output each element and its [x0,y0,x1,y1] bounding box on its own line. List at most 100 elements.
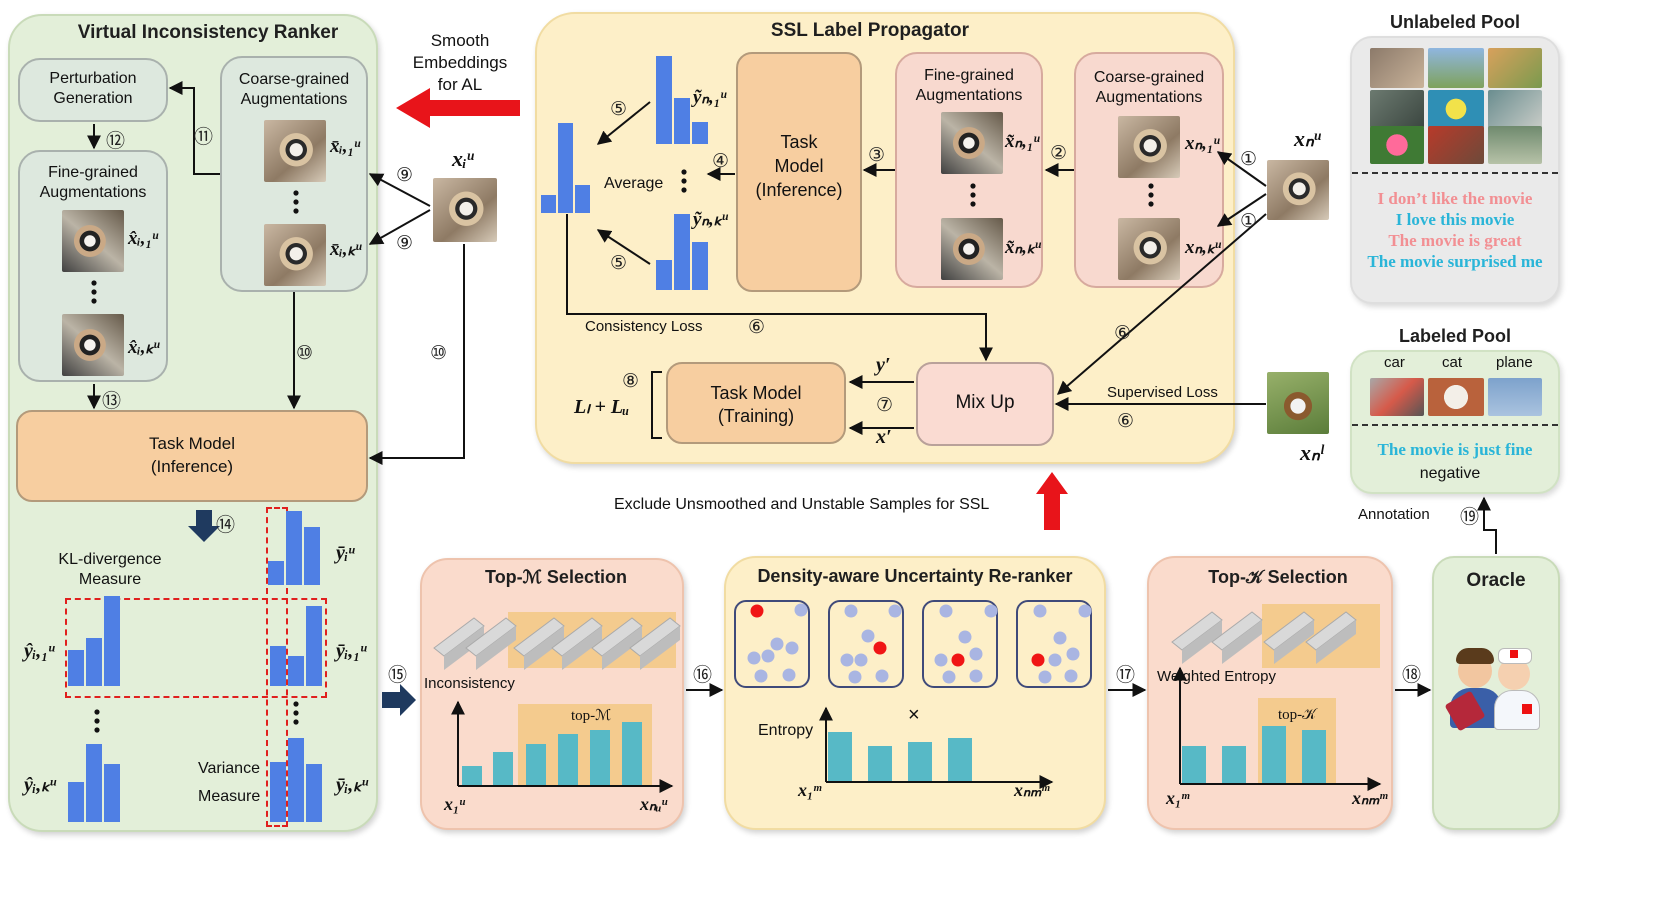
unlabeled-text-1: I don’t like the movie [1377,189,1533,208]
pool-image-cat [1370,48,1424,88]
density-box-4-dot-7 [1038,670,1052,684]
ellipsis-4-dot-2 [970,192,976,198]
pool-image-corgi [1488,48,1542,88]
math-yprime: y′ [876,354,891,376]
vir-task-model-box [16,410,368,502]
arrow-predk-to-avg [596,229,651,265]
density-box-1-dot-5 [747,651,761,665]
dur-chart-bar-2 [868,746,892,782]
pool-image-car [1370,90,1424,128]
kl-divergence-label: KL-divergence Measure [58,551,162,588]
math-dur-xn: xₙₘᵐ [1014,780,1050,800]
topk-chart-bar-2 [1222,746,1246,784]
unlabeled-text-4: The movie surprised me [1367,252,1543,271]
dist-yhat-k-bar-3 [104,764,120,822]
ellipsis-1-dot-2 [293,199,299,205]
vir-task-model-label: Task Model (Inference) [149,434,235,476]
vir-to-topm-arrow [382,684,416,716]
step-19: ⑲ [1460,507,1480,528]
math-xprime: x′ [876,426,892,448]
oracle-doctors-icon [1444,640,1546,732]
ellipsis-5-dot-1 [1148,183,1154,189]
dur-chart-bar-4 [948,738,972,782]
labeled-image-plane [1488,378,1542,416]
topm-chart-bar-4 [558,734,578,786]
labeled-pool-panel [1350,350,1560,494]
density-box-1-dot-6 [761,649,775,663]
density-box-1-dot-7 [754,669,768,683]
dur-chart-bar-3 [908,742,932,782]
dist-ssl-pred-1-bar-3 [692,122,708,144]
kl-dashed-box [65,598,327,698]
topm-prism-6-side [640,626,680,670]
step-6b: ⑥ [1114,323,1132,344]
density-box-4-dot-3 [1053,631,1067,645]
density-box-3-dot-3 [958,630,972,644]
vir-fine-aug-label: Fine-grained Augmentations [39,164,147,201]
density-box-1-dot-4 [785,641,799,655]
math-dur-x1: x₁ᵐ [798,780,822,800]
density-box-1-dot-1 [750,604,764,618]
dist-yhat-k-bar-2 [86,744,102,822]
input-image-xiu [433,178,497,242]
density-reranker-title: Density-aware Uncertainty Re-ranker [757,566,1073,586]
vir-title: Virtual Inconsistency Ranker [77,22,339,43]
topm-chart-bar-5 [590,730,610,786]
topm-prism-4-side [562,626,602,670]
ellipsis-3-dot-3 [681,187,687,193]
arrow-xiu-to-taskmodel [368,244,465,465]
density-box-1-dot-2 [794,603,808,617]
density-box-4-dot-2 [1078,604,1092,618]
ssl-task-inference-box [736,52,862,292]
unlabeled-dashed-divider [1352,172,1558,174]
ellipsis-7-dot-2 [293,710,299,716]
labeled-dashed-divider [1352,424,1558,426]
topk-prism-2-side [1222,620,1262,664]
math-ybar-k: ȳᵢ,ₖᵘ [336,774,368,796]
topm-chart-bar-1 [462,766,482,786]
perturbation-generation-label: Perturbation Generation [49,70,137,107]
top-m-highlight-label: top-ℳ [571,708,612,724]
step-10b: ⑩ [430,343,448,364]
math-xnu: xₙᵘ [1294,126,1321,151]
annotation-label: Annotation [1358,506,1430,523]
density-box-3-dot-2 [984,604,998,618]
exclude-samples-label: Exclude Unsmoothed and Unstable Samples … [614,496,990,513]
ellipsis-2-dot-1 [91,280,97,286]
ellipsis-2-dot-3 [91,298,97,304]
density-box-2-dot-4 [873,641,887,655]
density-box-2-dot-2 [888,604,902,618]
dist-ssl-pred-1-bar-2 [674,98,690,144]
unlabeled-text-3: The movie is great [1388,231,1522,250]
topk-prism-4-side [1316,620,1356,664]
math-fine-1: x̂ᵢ,₁ᵘ [128,228,158,249]
topm-chart-bar-2 [493,752,513,786]
smooth-red-arrow [396,88,520,128]
ellipsis-3-dot-1 [681,169,687,175]
dist-yhat-1-bar-3 [104,596,120,686]
pool-image-plane [1428,48,1484,88]
entropy-label: Entropy [758,722,814,739]
average-label: Average [604,175,664,192]
arrow-group [87,81,1497,697]
topk-prism-3-side [1274,620,1314,664]
loss-bracket [651,371,662,439]
dist-ybar-k-bar-3 [306,764,322,822]
coarse-aug-image-1 [264,120,326,182]
arrow-oracle-to-labeled [1477,496,1497,554]
ssl-task-training-box [666,362,846,444]
class-car-label: car [1384,354,1405,371]
class-plane-label: plane [1496,354,1533,371]
step-13: ⑬ [102,391,122,412]
density-box-4-dot-1 [1033,604,1047,618]
topm-prism-3-side [524,626,564,670]
density-box-3-dot-8 [969,669,983,683]
density-box-3-dot-5 [934,653,948,667]
density-box-2-dot-1 [844,604,858,618]
pool-image-fish [1428,90,1484,128]
arrow-coarse-to-perturb [168,81,220,175]
density-dot-group [747,603,1092,684]
unlabeled-text-2: I love this movie [1395,210,1515,229]
times-symbol: × [908,704,920,726]
ellipsis-7-dot-3 [293,719,299,725]
